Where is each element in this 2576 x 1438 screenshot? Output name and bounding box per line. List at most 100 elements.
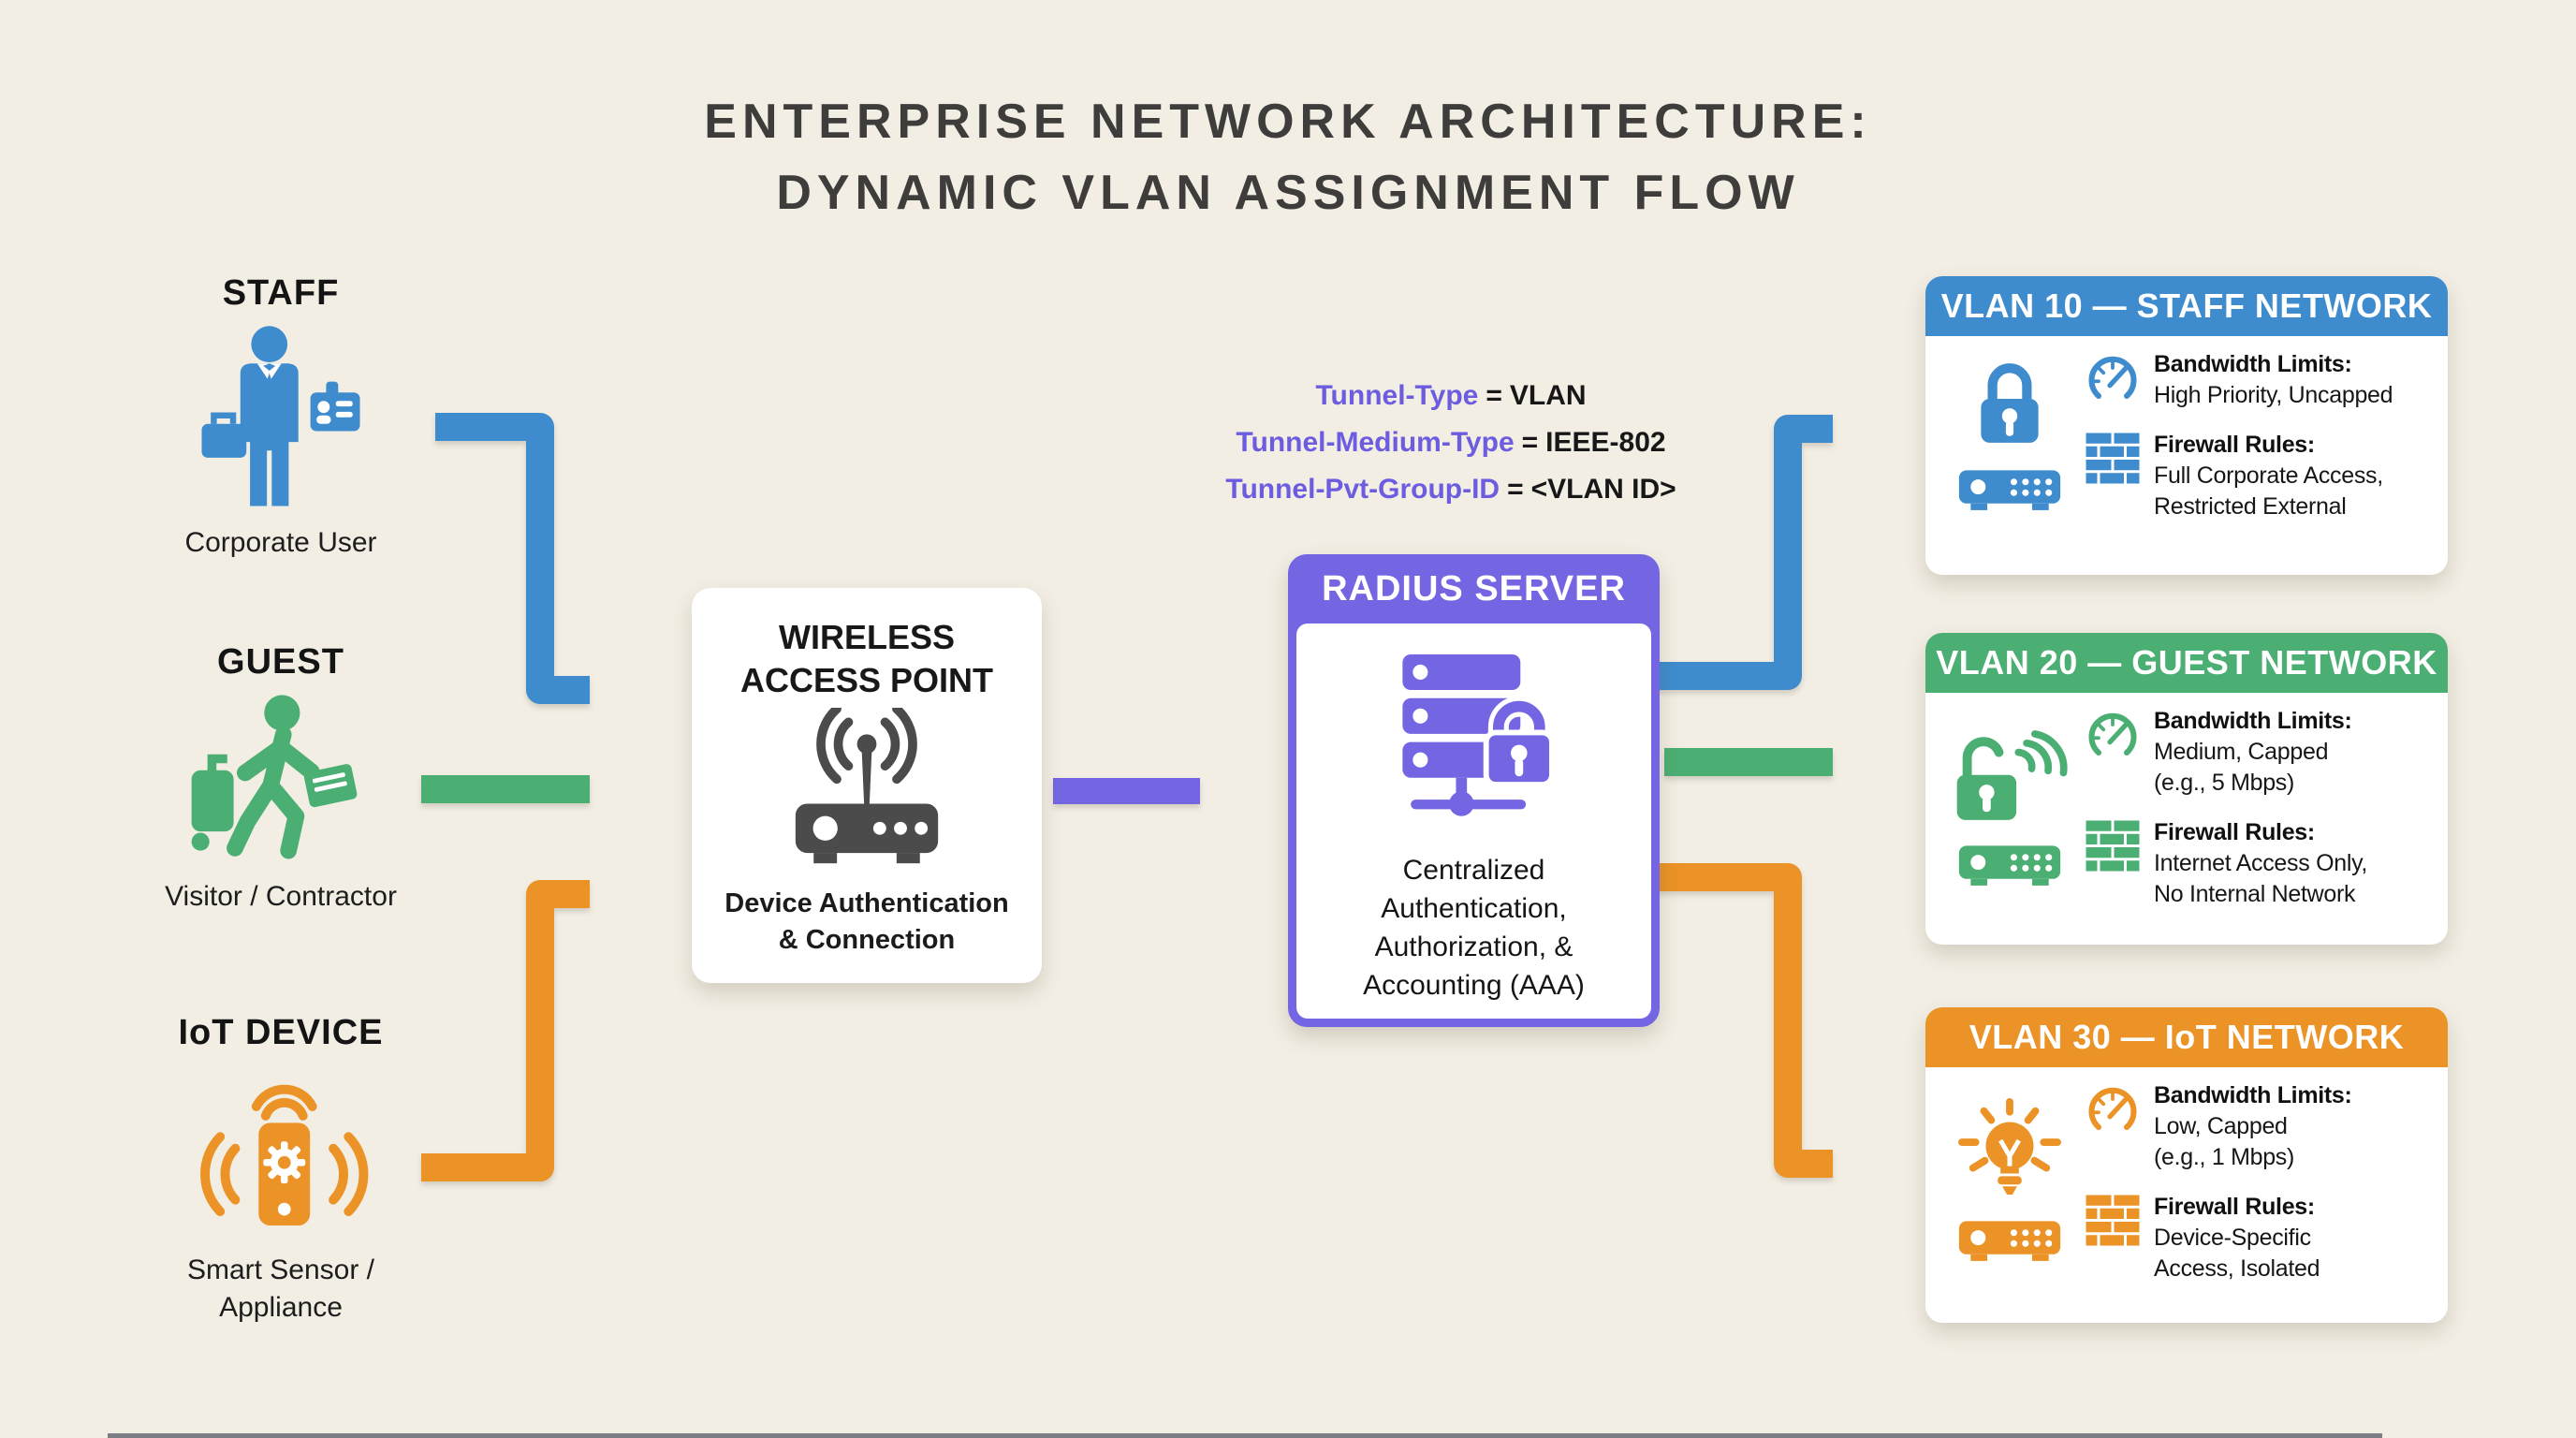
- wap-subtitle-line1: Device Authentication: [724, 888, 1009, 918]
- bandwidth-line: (e.g., 5 Mbps): [2154, 770, 2295, 796]
- speedometer-icon: [2088, 1087, 2137, 1130]
- vlan20-identity-icons: [1944, 706, 2075, 910]
- page-title: ENTERPRISE NETWORK ARCHITECTURE: DYNAMIC…: [0, 86, 2576, 228]
- bandwidth-label: Bandwidth Limits:: [2154, 1082, 2352, 1108]
- attr-value: IEEE-802: [1545, 427, 1666, 458]
- firewall-line: Full Corporate Access,: [2154, 462, 2383, 489]
- wireless-access-point-card: WIRELESS ACCESS POINT: [692, 588, 1042, 983]
- attr-tunnel-pvt-group-id: Tunnel-Pvt-Group-ID=<VLAN ID>: [1133, 466, 1769, 513]
- vlan30-info: Bandwidth Limits: Low, Capped (e.g., 1 M…: [2085, 1080, 2435, 1284]
- attr-tunnel-type: Tunnel-Type=VLAN: [1133, 373, 1769, 419]
- locked-padlock-icon: [1981, 363, 2039, 443]
- attr-value: <VLAN ID>: [1530, 474, 1676, 505]
- lightbulb-icon: [1958, 1097, 2061, 1195]
- wap-title: WIRELESS ACCESS POINT: [740, 616, 993, 702]
- speedometer-icon: [2088, 356, 2137, 399]
- radius-desc-line: Authentication,: [1381, 893, 1567, 924]
- firewall-line: Device-Specific: [2154, 1225, 2311, 1251]
- attr-equals: =: [1486, 380, 1502, 411]
- iot-to-wap-arrow: [421, 880, 590, 1181]
- firewall-label: Firewall Rules:: [2154, 819, 2315, 845]
- page-title-line2: DYNAMIC VLAN ASSIGNMENT FLOW: [776, 166, 1800, 220]
- attr-key: Tunnel-Pvt-Group-ID: [1225, 474, 1500, 505]
- vlan30-identity-icons: [1944, 1080, 2075, 1284]
- bandwidth-label: Bandwidth Limits:: [2154, 351, 2352, 377]
- vlan20-header: VLAN 20 — GUEST NETWORK: [1925, 633, 2448, 693]
- router-icon: [1958, 1220, 2061, 1261]
- firewall-label: Firewall Rules:: [2154, 1194, 2315, 1220]
- firewall-brick-icon: [2086, 820, 2140, 872]
- radius-server-body: Centralized Authentication, Authorizatio…: [1296, 624, 1651, 1019]
- staff-to-wap-arrow: [435, 413, 590, 704]
- page-title-line1: ENTERPRISE NETWORK ARCHITECTURE:: [704, 95, 1872, 149]
- bandwidth-line: (e.g., 1 Mbps): [2154, 1144, 2295, 1170]
- firewall-line: Internet Access Only,: [2154, 850, 2368, 876]
- router-icon: [1958, 845, 2061, 886]
- attr-key: Tunnel-Medium-Type: [1236, 427, 1515, 458]
- vlan10-identity-icons: [1944, 349, 2075, 522]
- traveler-icon: [89, 694, 473, 871]
- vlan10-firewall-text: Firewall Rules: Full Corporate Access, R…: [2154, 430, 2383, 522]
- radius-server-card: RADIUS SERVER: [1288, 554, 1660, 1027]
- iot-sublabel-line1: Smart Sensor /: [186, 1255, 375, 1285]
- wap-subtitle: Device Authentication & Connection: [724, 886, 1008, 959]
- radius-to-vlan10-arrow: [1657, 415, 1833, 690]
- attr-equals: =: [1521, 427, 1539, 458]
- speedometer-icon: [2088, 712, 2137, 756]
- vlan10-body: Bandwidth Limits: High Priority, Uncappe…: [1925, 336, 2448, 536]
- bandwidth-line: High Priority, Uncapped: [2154, 382, 2393, 408]
- vlan20-body: Bandwidth Limits: Medium, Capped (e.g., …: [1925, 693, 2448, 923]
- vlan30-body: Bandwidth Limits: Low, Capped (e.g., 1 M…: [1925, 1067, 2448, 1298]
- vlan10-info: Bandwidth Limits: High Priority, Uncappe…: [2085, 349, 2435, 522]
- vlan20-bandwidth-group: Bandwidth Limits: Medium, Capped (e.g., …: [2085, 706, 2435, 799]
- firewall-brick-icon: [2086, 1195, 2140, 1246]
- businessman-icon: [89, 325, 473, 517]
- vlan10-card: VLAN 10 — STAFF NETWORK: [1925, 276, 2448, 575]
- firewall-brick-icon: [2086, 433, 2140, 484]
- server-lock-icon: [1378, 646, 1570, 836]
- vlan30-card: VLAN 30 — IoT NETWORK: [1925, 1007, 2448, 1323]
- vlan30-firewall-text: Firewall Rules: Device-Specific Access, …: [2154, 1192, 2320, 1284]
- vlan10-header: VLAN 10 — STAFF NETWORK: [1925, 276, 2448, 336]
- source-staff: STAFF Corporate User: [89, 273, 473, 562]
- vlan20-bandwidth-text: Bandwidth Limits: Medium, Capped (e.g., …: [2154, 706, 2352, 799]
- firewall-label: Firewall Rules:: [2154, 432, 2315, 458]
- bandwidth-line: Low, Capped: [2154, 1113, 2288, 1139]
- vlan20-card: VLAN 20 — GUEST NETWORK: [1925, 633, 2448, 945]
- vlan30-firewall-group: Firewall Rules: Device-Specific Access, …: [2085, 1192, 2435, 1284]
- guest-sublabel: Visitor / Contractor: [165, 881, 397, 912]
- bottom-bar: [108, 1433, 2382, 1438]
- vlan30-bandwidth-text: Bandwidth Limits: Low, Capped (e.g., 1 M…: [2154, 1080, 2352, 1173]
- radius-to-vlan30-arrow: [1657, 863, 1833, 1178]
- wap-title-line2: ACCESS POINT: [739, 661, 994, 699]
- firewall-line: Access, Isolated: [2154, 1255, 2320, 1282]
- wireless-router-icon: [769, 703, 964, 881]
- vlan10-firewall-group: Firewall Rules: Full Corporate Access, R…: [2085, 430, 2435, 522]
- radius-desc-line: Centralized: [1402, 855, 1545, 886]
- router-icon: [1958, 470, 2061, 510]
- radius-desc-line: Authorization, &: [1374, 932, 1573, 962]
- wap-title-line1: WIRELESS: [778, 618, 955, 656]
- vlan30-header: VLAN 30 — IoT NETWORK: [1925, 1007, 2448, 1067]
- firewall-line: No Internal Network: [2154, 881, 2356, 907]
- guest-label: GUEST: [217, 642, 344, 682]
- iot-sublabel-line2: Appliance: [219, 1292, 343, 1323]
- vlan30-bandwidth-group: Bandwidth Limits: Low, Capped (e.g., 1 M…: [2085, 1080, 2435, 1173]
- vlan20-info: Bandwidth Limits: Medium, Capped (e.g., …: [2085, 706, 2435, 910]
- iot-sublabel: Smart Sensor / Appliance: [89, 1252, 473, 1327]
- staff-label: STAFF: [222, 273, 340, 313]
- iot-label: IoT DEVICE: [178, 1013, 384, 1052]
- radius-description: Centralized Authentication, Authorizatio…: [1363, 851, 1585, 1005]
- vlan20-firewall-group: Firewall Rules: Internet Access Only, No…: [2085, 817, 2435, 910]
- radius-server-header: RADIUS SERVER: [1322, 569, 1626, 609]
- radius-desc-line: Accounting (AAA): [1363, 970, 1585, 1001]
- vlan10-bandwidth-group: Bandwidth Limits: High Priority, Uncappe…: [2085, 349, 2435, 411]
- smart-sensor-icon: [89, 1064, 473, 1244]
- source-iot: IoT DEVICE: [89, 1013, 473, 1327]
- bandwidth-label: Bandwidth Limits:: [2154, 708, 2352, 734]
- wap-subtitle-line2: & Connection: [778, 925, 956, 955]
- vlan20-firewall-text: Firewall Rules: Internet Access Only, No…: [2154, 817, 2367, 910]
- attr-key: Tunnel-Type: [1315, 380, 1479, 411]
